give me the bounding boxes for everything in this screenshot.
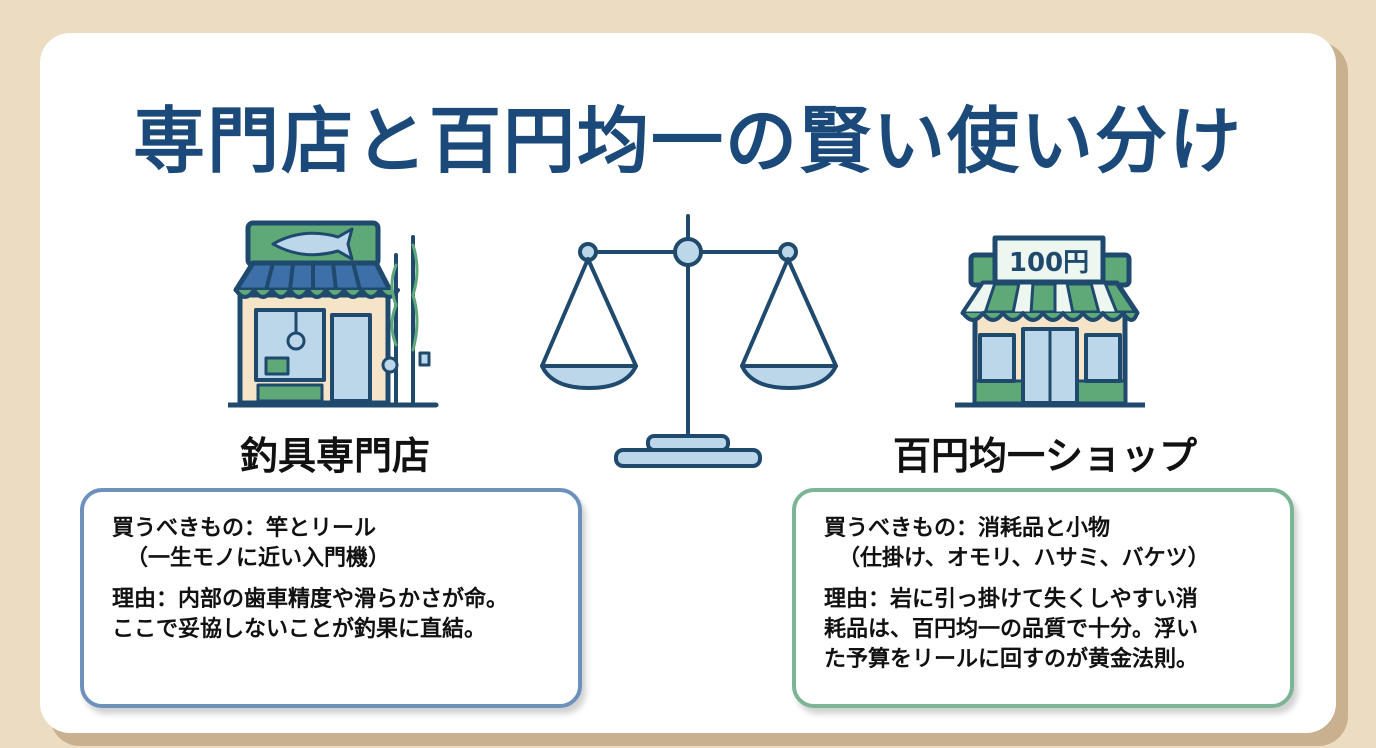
- price-sign: 100円: [1009, 248, 1089, 278]
- hundred-buy-line1: 買うべきもの：消耗品と小物: [824, 516, 1111, 541]
- hundred-reason-line3: た予算をリールに回すのが黄金法則。: [824, 646, 1199, 672]
- hundred-yen-shop-label: 百円均一ショップ: [892, 434, 1197, 478]
- hundred-yen-info-box: 買うべきもの：消耗品と小物 （仕掛け、オモリ、ハサミ、バケツ） 理由：岩に引っ掛…: [792, 488, 1294, 708]
- balance-scale-icon: [540, 214, 838, 468]
- hundred-yen-shop-icon: 100円: [955, 235, 1145, 408]
- tackle-shop-label: 釣具専門店: [239, 434, 430, 478]
- fishing-tackle-shop-icon: [228, 220, 439, 408]
- tackle-reason-line2: ここで妥協しないことが釣果に直結。: [112, 617, 487, 643]
- tackle-buy-line2: （一生モノに近い入門機）: [126, 545, 391, 571]
- hundred-reason-line2: 耗品は、百円均一の品質で十分。浮い: [824, 617, 1199, 643]
- hundred-buy-line2: （仕掛け、オモリ、ハサミ、バケツ）: [838, 545, 1210, 571]
- tackle-shop-info-box: 買うべきもの：竿とリール （一生モノに近い入門機） 理由：内部の歯車精度や滑らか…: [80, 488, 582, 708]
- tackle-buy-line1: 買うべきもの：竿とリール: [112, 516, 377, 541]
- tackle-reason-line1: 理由：内部の歯車精度や滑らかさが命。: [112, 587, 509, 613]
- hundred-reason-line1: 理由：岩に引っ掛けて失くしやすい消: [824, 587, 1198, 613]
- page-title: 専門店と百円均一の賢い使い分け: [132, 99, 1243, 183]
